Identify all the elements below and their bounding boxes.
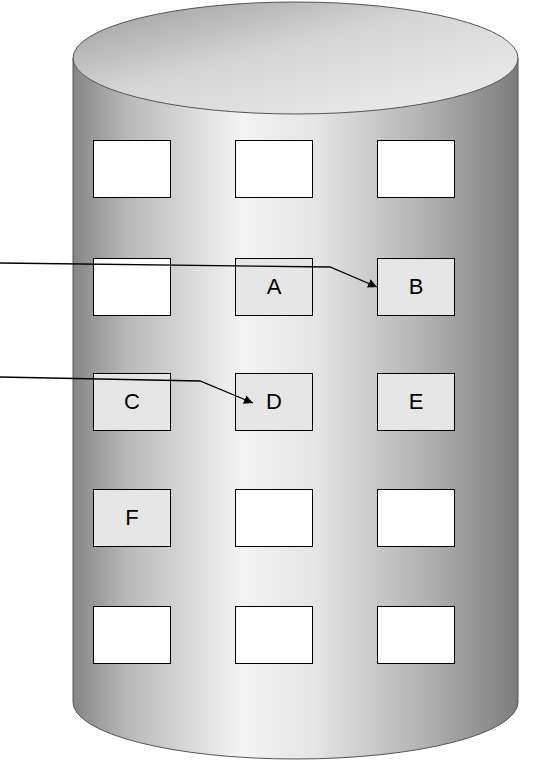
pointer-arrow [0, 263, 377, 287]
disk-block: B [377, 258, 455, 316]
disk-block: E [377, 373, 455, 431]
disk-block: F [93, 489, 171, 547]
block-label: C [124, 391, 140, 413]
empty-block [378, 141, 455, 198]
empty-block [236, 607, 313, 664]
block-label: A [267, 276, 282, 298]
block-label: F [125, 507, 138, 529]
disk-block: A [235, 258, 313, 316]
empty-block [94, 607, 171, 664]
cylinder-top [73, 2, 518, 114]
block-label: E [409, 391, 424, 413]
disk-block: C [93, 373, 171, 431]
cylinder-body [73, 58, 518, 759]
empty-block [378, 490, 455, 547]
empty-block [236, 490, 313, 547]
block-label: D [266, 391, 282, 413]
empty-block [94, 259, 171, 316]
block-label: B [409, 276, 424, 298]
empty-block [378, 607, 455, 664]
empty-blocks [94, 141, 455, 664]
empty-block [236, 141, 313, 198]
empty-block [94, 141, 171, 198]
pointer-arrow [0, 377, 253, 403]
disk-block: D [235, 373, 313, 431]
